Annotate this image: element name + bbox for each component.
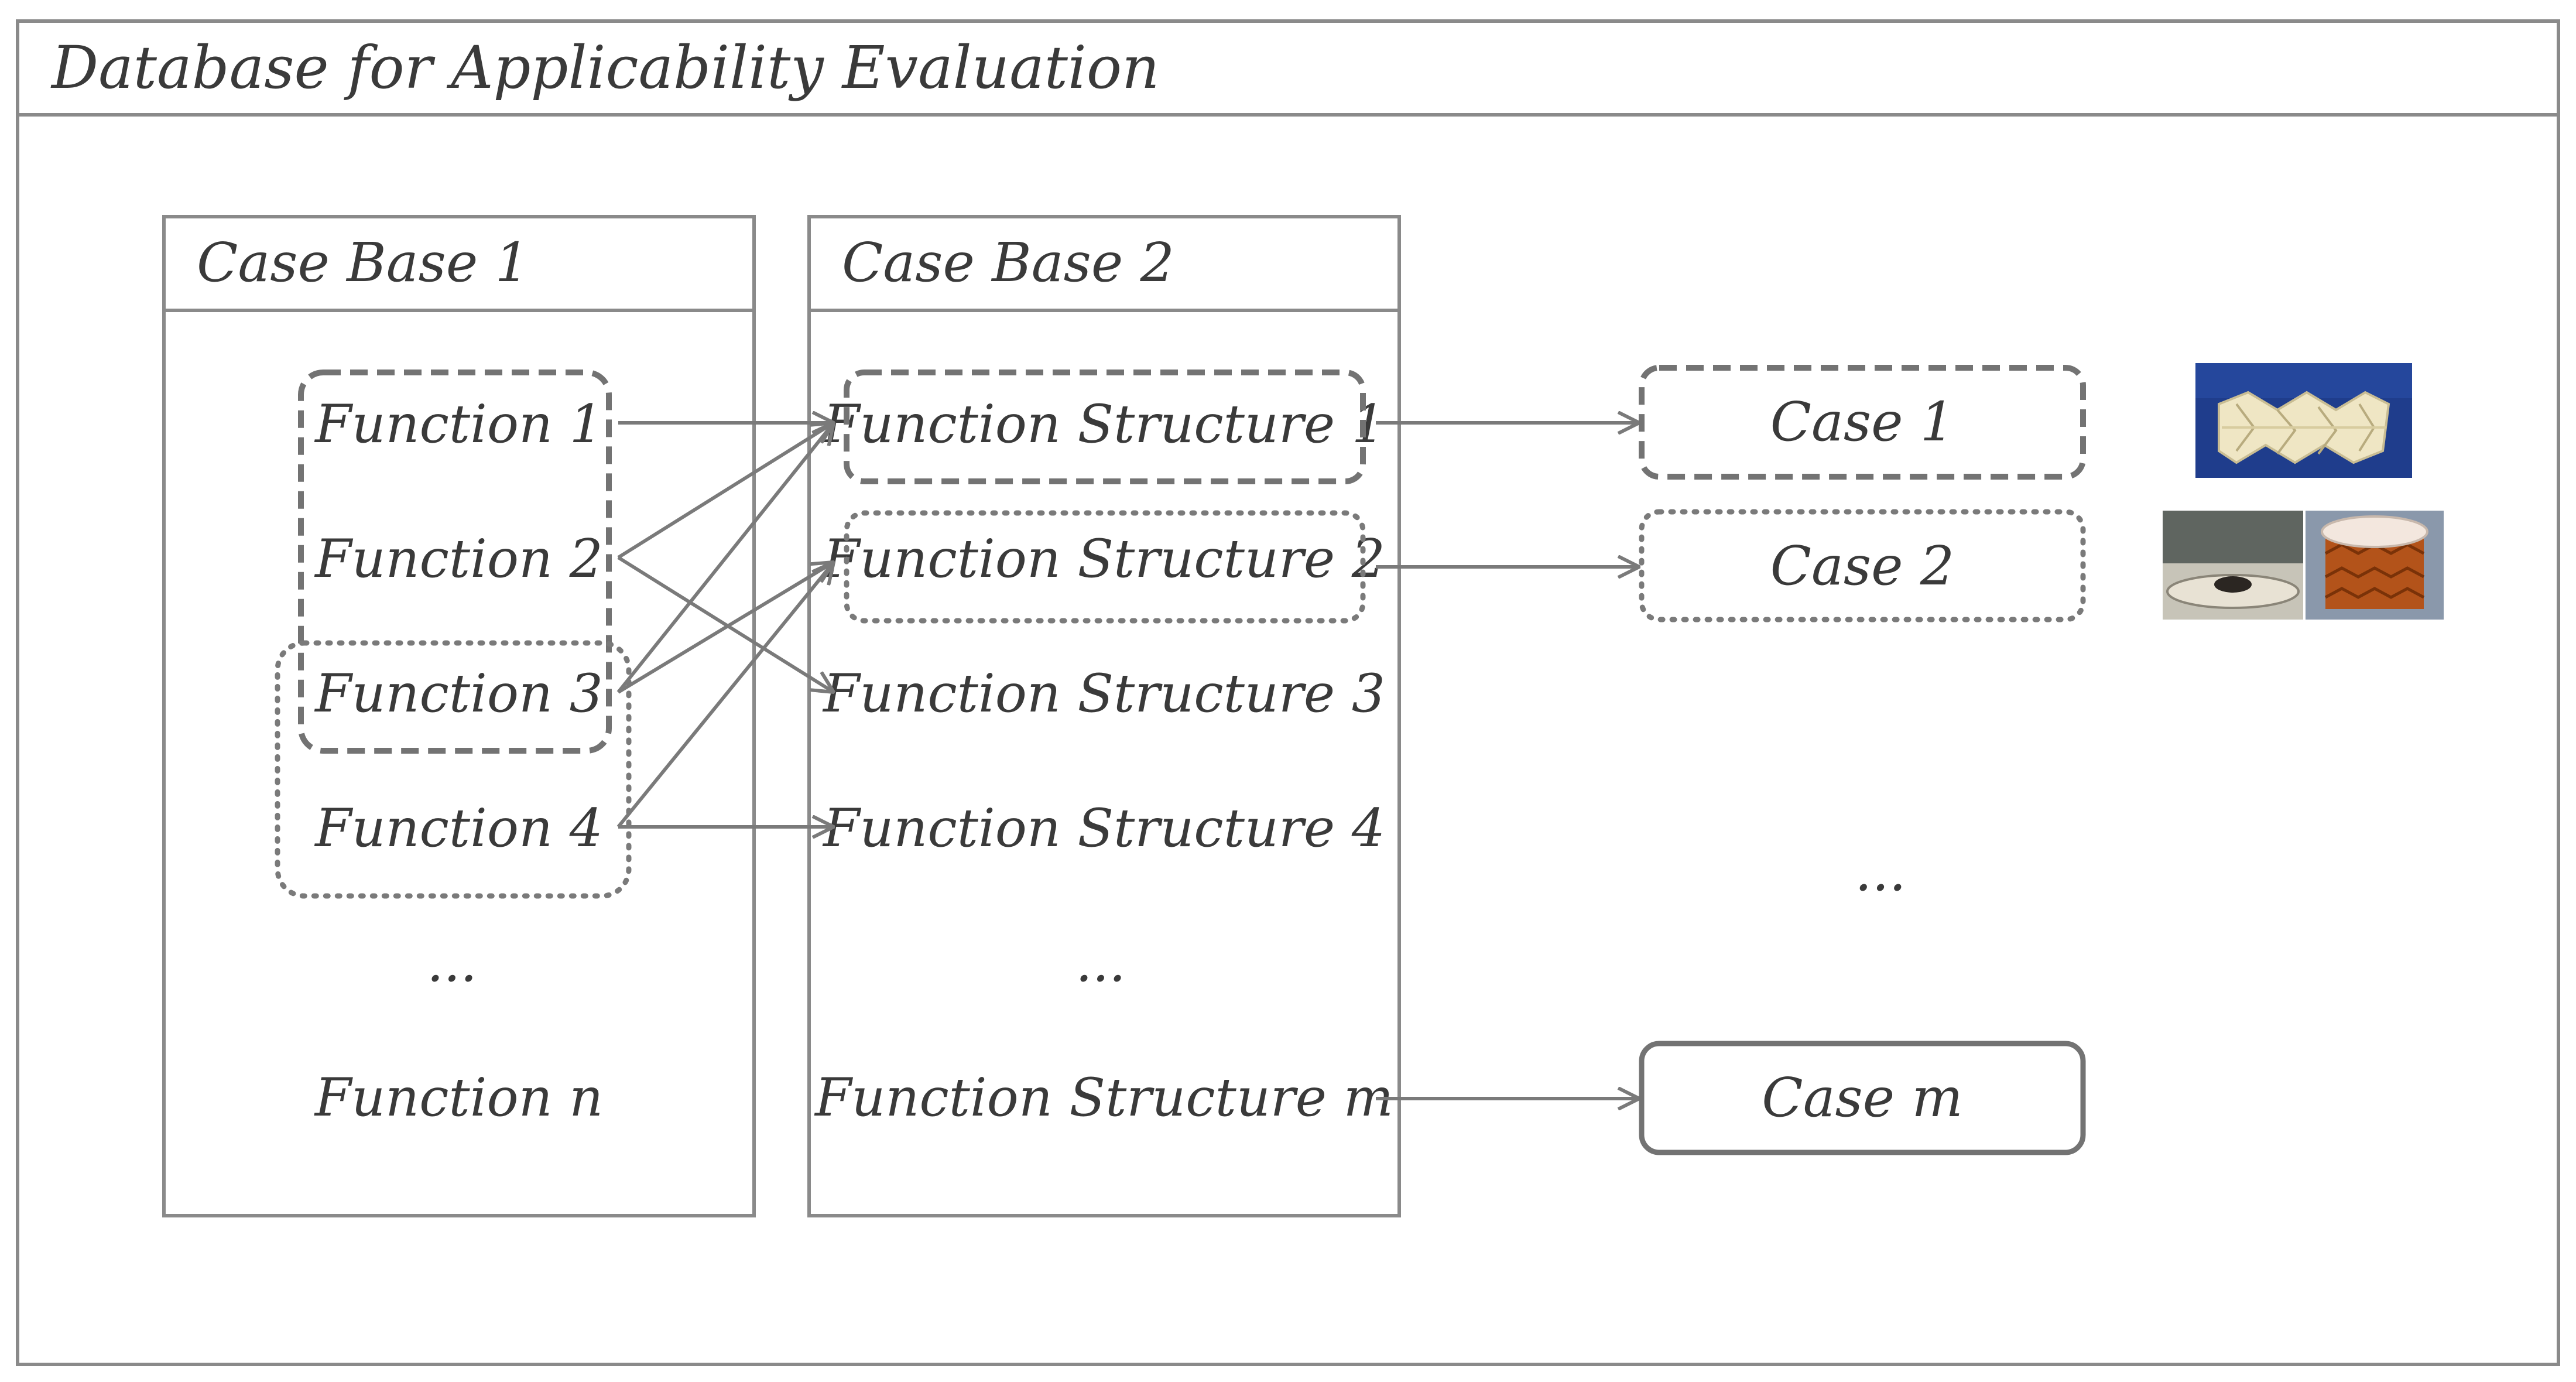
case-base-2-title: Case Base 2 [842,231,1174,294]
function-structure-1: Function Structure 1 [822,394,1385,455]
case-m-box [1639,1041,2086,1155]
function-structure-4: Function Structure 4 [822,798,1385,859]
case-2-photo-cylinder [2306,511,2444,620]
arrow-f3-fs1 [616,423,834,693]
case-base-2-box [807,215,1401,1217]
case-2-label: Case 2 [1770,535,1955,597]
case-base-2-items: Function Structure 1 Function Structure … [814,394,1393,1128]
function-1: Function 1 [314,394,603,455]
case-mapping-arrows [1376,423,1639,1099]
function-structure-2: Function Structure 2 [822,528,1385,590]
case-base-1-box [162,215,756,1217]
case-1-box [1639,365,2086,480]
case-m-label: Case m [1762,1066,1962,1129]
function-group-dotted [275,640,632,899]
case-2-photo-base [2163,511,2303,620]
function-mapping-arrows [616,423,834,828]
function-structure-3: Function Structure 3 [822,663,1385,724]
case-2-box [1639,509,2086,622]
function-group-dashed [298,370,612,754]
outer-frame [16,19,2560,1366]
function-structure-1-outline [844,370,1366,484]
function-2: Function 2 [314,528,603,590]
case-base-1-title: Case Base 1 [197,231,529,294]
function-ellipsis: ... [427,932,477,994]
case-base-1-items: Function 1 Function 2 Function 3 Functio… [314,394,603,1128]
arrow-f4-fs2 [616,562,834,828]
arrow-f2-fs1 [617,423,834,559]
function-3: Function 3 [314,663,603,724]
case-1-photo [2195,363,2412,478]
diagram-title: Database for Applicability Evaluation [50,33,1159,102]
case-1-label: Case 1 [1770,391,1955,453]
function-structure-m: Function Structure m [814,1067,1393,1128]
arrow-f2-fs3 [617,556,834,692]
function-n: Function n [314,1067,603,1128]
function-structure-ellipsis: ... [1075,932,1126,994]
cases-ellipsis: ... [1855,840,1906,903]
function-4: Function 4 [314,798,603,859]
arrow-f3-fs2 [617,562,834,694]
